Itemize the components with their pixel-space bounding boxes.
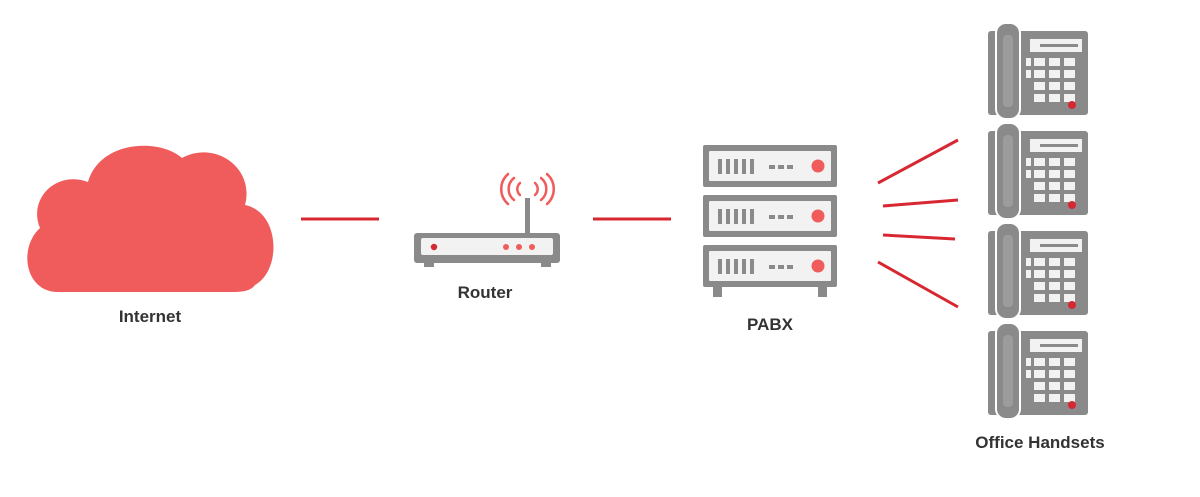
cloud-icon xyxy=(27,145,274,292)
handsets-group xyxy=(988,22,1088,420)
handsets-label: Office Handsets xyxy=(975,433,1105,452)
pabx-label: PABX xyxy=(747,315,793,334)
server-unit xyxy=(703,245,837,287)
server-unit xyxy=(703,145,837,187)
desk-phone-icon xyxy=(988,22,1088,120)
desk-phone-icon xyxy=(988,222,1088,320)
desk-phone-icon xyxy=(988,122,1088,220)
link-pabx-handset-4 xyxy=(877,260,959,309)
router-icon xyxy=(414,172,560,267)
router-label: Router xyxy=(457,283,513,302)
server-unit xyxy=(703,195,837,237)
link-pabx-handset-3 xyxy=(882,233,956,241)
server-rack-icon xyxy=(703,145,837,297)
link-pabx-handset-2 xyxy=(882,198,959,208)
link-pabx-handset-1 xyxy=(877,138,959,185)
wifi-signal-icon xyxy=(499,172,556,206)
desk-phone-icon xyxy=(988,322,1088,420)
internet-label: Internet xyxy=(118,307,182,326)
